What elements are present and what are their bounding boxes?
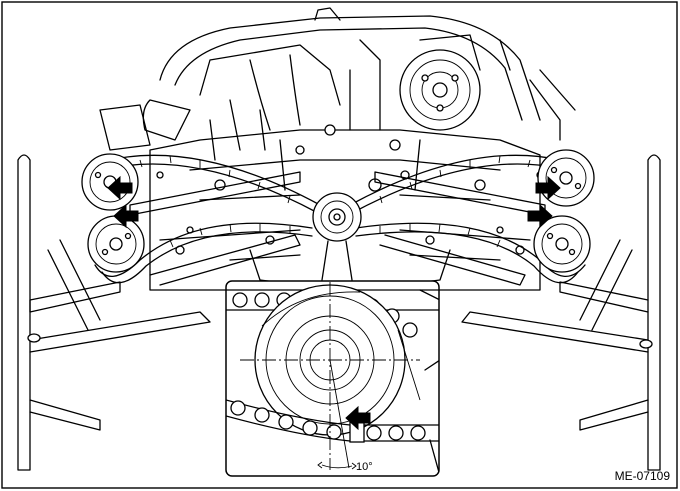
engine-body (99, 7, 576, 291)
angle-arc (321, 464, 353, 469)
detail-inset (225, 280, 440, 477)
angle-label: 10° (356, 461, 373, 473)
timing-chains (94, 154, 586, 286)
angle-line (329, 359, 350, 469)
cam-sprockets (81, 149, 595, 273)
engine-stand (17, 154, 661, 471)
chain-row-bottom (226, 399, 439, 443)
bold-arrow-icon (107, 175, 133, 201)
figure-code: ME-07109 (615, 469, 671, 483)
bold-arrow-icon (527, 203, 553, 229)
bold-arrow-icon (345, 405, 371, 431)
timing-arrows (107, 175, 561, 229)
bold-arrow-icon (113, 203, 139, 229)
bold-arrow-icon (535, 175, 561, 201)
callout-stem (321, 240, 353, 281)
crank-sprocket (312, 192, 362, 242)
